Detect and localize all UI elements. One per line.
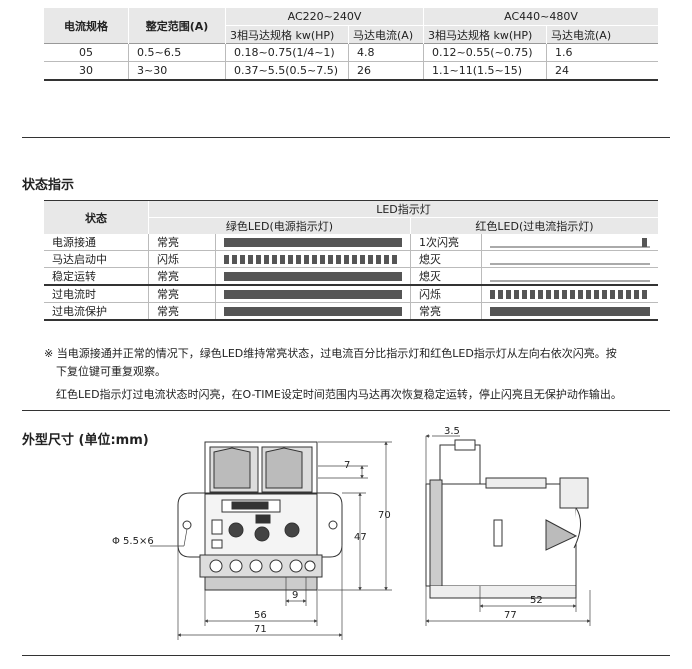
spec-table: 电流规格 整定范围(A) AC220~240V AC440~480V 3相马达规… (44, 8, 658, 81)
dimension-drawing: 7 70 47 9 56 71 Φ 5.5×6 3.5 52 77 (112, 426, 591, 640)
green-state: 常亮 (148, 302, 216, 321)
cell-cur440: 1.6 (546, 43, 658, 62)
cell-hp220: 0.37~5.5(0.5~7.5) (225, 61, 349, 81)
status-row: 过电流保护 常亮 常亮 (44, 302, 658, 321)
cell-cur220: 26 (348, 61, 424, 81)
section-divider (22, 410, 670, 411)
dim-3-5: 3.5 (444, 426, 460, 437)
col-green-led: 绿色LED(电源指示灯) (148, 217, 411, 234)
col-red-led: 红色LED(过电流指示灯) (410, 217, 658, 234)
green-state: 闪烁 (148, 250, 216, 268)
red-pattern (481, 250, 658, 268)
green-pattern (215, 302, 411, 321)
dim-52: 52 (530, 595, 543, 606)
dim-71: 71 (254, 624, 267, 635)
status-row: 稳定运转 常亮 熄灭 (44, 267, 658, 286)
col-led: LED指示灯 (148, 200, 658, 218)
sub-hp-220: 3相马达规格 kw(HP) (225, 25, 349, 44)
red-state: 熄灭 (410, 267, 482, 286)
state-label: 稳定运转 (44, 267, 149, 286)
front-view-outline (177, 441, 343, 591)
table-row: 30 3~30 0.37~5.5(0.5~7.5) 26 1.1~11(1.5~… (44, 61, 658, 81)
sub-current-220: 马达电流(A) (348, 25, 424, 44)
status-row: 过电流时 常亮 闪烁 (44, 285, 658, 303)
red-state: 熄灭 (410, 250, 482, 268)
state-label: 马达启动中 (44, 250, 149, 268)
note-line-1: ※ 当电源接通并正常的情况下，绿色LED维持常亮状态，过电流百分比指示灯和红色L… (44, 347, 617, 360)
group-220v: AC220~240V (225, 8, 424, 26)
red-state: 常亮 (410, 302, 482, 321)
green-pattern (215, 234, 411, 251)
dim-70: 70 (378, 510, 391, 521)
cell-hp440: 0.12~0.55(~0.75) (423, 43, 547, 62)
green-state: 常亮 (148, 234, 216, 251)
dim-47: 47 (354, 532, 367, 543)
green-pattern (215, 285, 411, 303)
red-state: 1次闪亮 (410, 234, 482, 251)
section-divider (22, 137, 670, 138)
red-pattern (481, 267, 658, 286)
dim-56: 56 (254, 610, 267, 621)
dim-77: 77 (504, 610, 517, 621)
state-label: 过电流时 (44, 285, 149, 303)
red-pattern (481, 234, 658, 251)
dim-9: 9 (292, 590, 298, 601)
dim-7: 7 (344, 460, 350, 471)
group-440v: AC440~480V (423, 8, 658, 26)
table-row: 05 0.5~6.5 0.18~0.75(1/4~1) 4.8 0.12~0.5… (44, 43, 658, 62)
dimensions-section-title: 外型尺寸 (单位:mm) (22, 433, 149, 448)
note-line-3: 红色LED指示灯过电流状态时闪亮，在O-TIME设定时间范围内马达再次恢复稳定运… (56, 388, 622, 401)
green-pattern (215, 267, 411, 286)
col-status: 状态 (44, 200, 149, 234)
state-label: 电源接通 (44, 234, 149, 251)
cell-range: 0.5~6.5 (128, 43, 226, 62)
cell-range: 3~30 (128, 61, 226, 81)
status-table: 状态 LED指示灯 绿色LED(电源指示灯) 红色LED(过电流指示灯) 电源接… (44, 200, 658, 321)
col-current-spec: 电流规格 (44, 8, 129, 44)
red-pattern (481, 302, 658, 321)
note-line-2: 下复位键可重复观察。 (56, 365, 166, 378)
status-row: 马达启动中 闪烁 熄灭 (44, 250, 658, 268)
sub-hp-440: 3相马达规格 kw(HP) (423, 25, 547, 44)
status-section-title: 状态指示 (22, 178, 75, 193)
state-label: 过电流保护 (44, 302, 149, 321)
dim-hole: Φ 5.5×6 (112, 536, 154, 547)
cell-hp220: 0.18~0.75(1/4~1) (225, 43, 349, 62)
green-state: 常亮 (148, 285, 216, 303)
green-state: 常亮 (148, 267, 216, 286)
cell-spec: 05 (44, 43, 129, 62)
section-divider (22, 655, 670, 656)
cell-cur220: 4.8 (348, 43, 424, 62)
side-view-outline (425, 439, 589, 599)
sub-current-440: 马达电流(A) (546, 25, 658, 44)
red-pattern (481, 285, 658, 303)
col-range: 整定范围(A) (128, 8, 226, 44)
red-state: 闪烁 (410, 285, 482, 303)
cell-hp440: 1.1~11(1.5~15) (423, 61, 547, 81)
cell-cur440: 24 (546, 61, 658, 81)
status-row: 电源接通 常亮 1次闪亮 (44, 234, 658, 251)
cell-spec: 30 (44, 61, 129, 81)
green-pattern (215, 250, 411, 268)
